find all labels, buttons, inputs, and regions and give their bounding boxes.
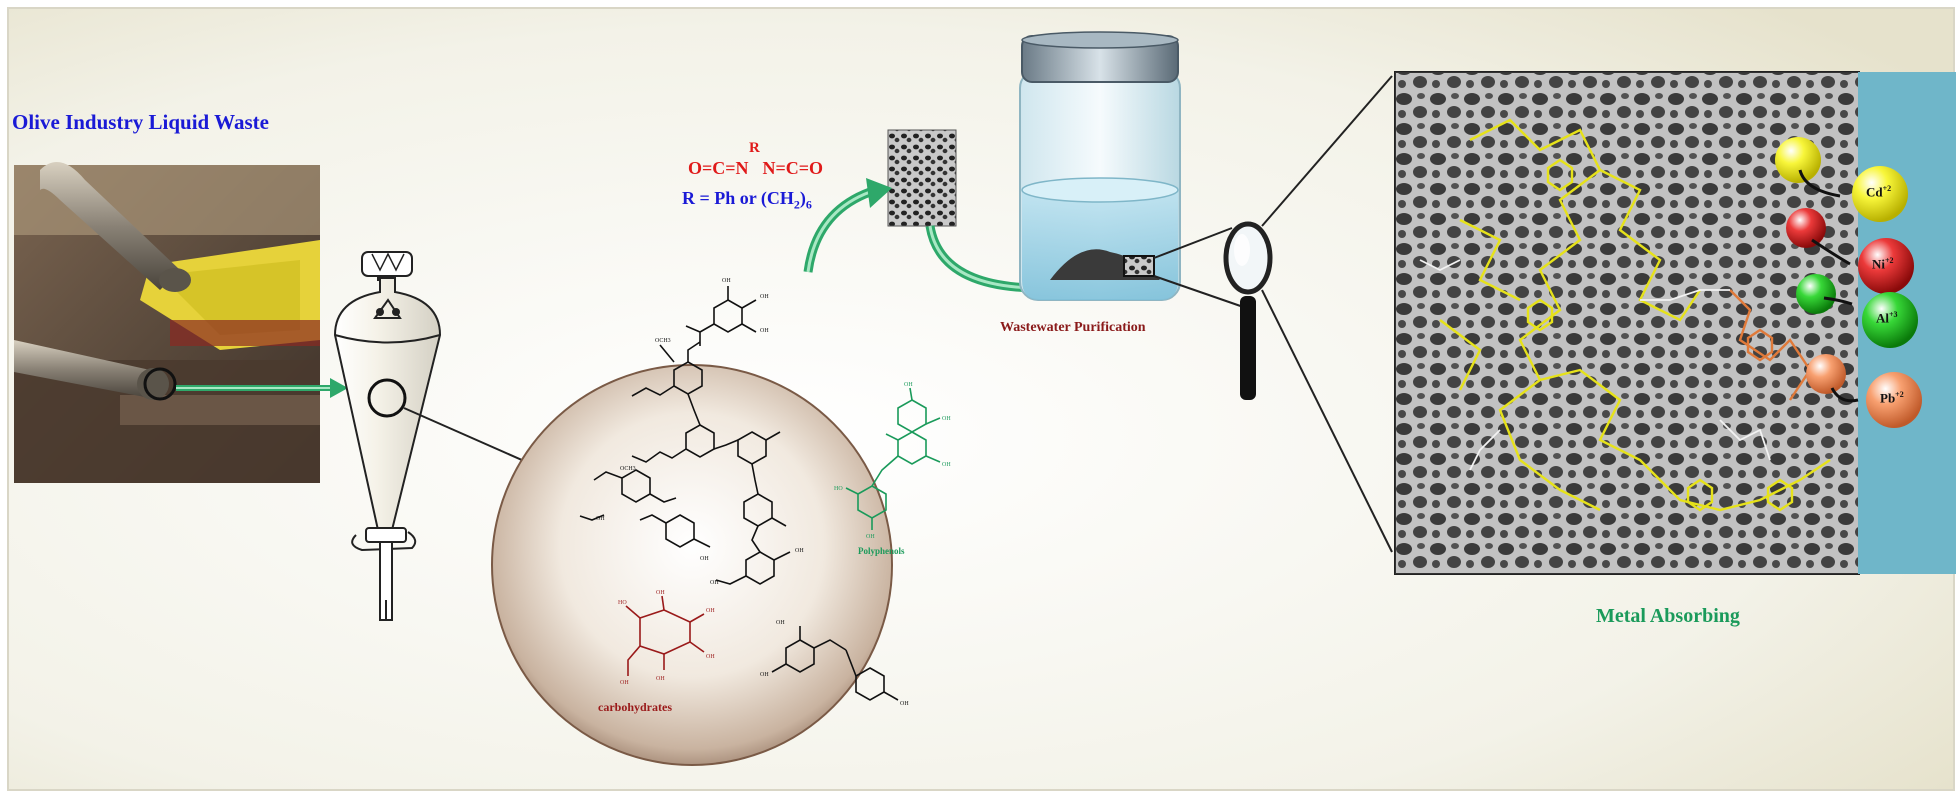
ion-label-cd: [1852, 166, 1908, 222]
ion-ball-pb: [1806, 354, 1846, 394]
olive-waste-photo: [14, 162, 320, 483]
reagent-formula-start: O=C=N: [688, 158, 749, 178]
reagent-def-prefix: R = Ph or (CH: [682, 188, 794, 208]
separatory-funnel: [333, 251, 442, 621]
sem-panel: [1394, 71, 1956, 575]
svg-text:OH: OH: [900, 701, 909, 707]
ion-label-pb: [1866, 372, 1922, 428]
svg-text:OH: OH: [942, 462, 951, 468]
ion-cd-charge: +2: [1882, 184, 1892, 193]
reagent-definition: R = Ph or (CH2)6: [682, 188, 812, 213]
arrow-to-foam: [803, 178, 892, 273]
outlet-circle: [143, 367, 177, 401]
svg-text:OH: OH: [760, 672, 769, 678]
svg-text:OH: OH: [706, 654, 715, 660]
funnel-zoom-circle: [367, 378, 407, 418]
ion-al-text: Al+3: [1876, 310, 1898, 326]
ion-cd-symbol: Cd: [1866, 184, 1883, 200]
svg-text:OH: OH: [866, 534, 875, 540]
jar-zoom-rect: [1123, 255, 1155, 277]
reagent-r-label: R: [749, 140, 760, 156]
ion-ni-charge: +2: [1885, 256, 1894, 265]
foam-sample-image: [887, 129, 957, 227]
svg-text:OH: OH: [700, 556, 709, 562]
svg-text:OH: OH: [795, 548, 804, 554]
svg-text:OH: OH: [722, 278, 731, 284]
ion-pb-symbol: Pb: [1880, 390, 1896, 406]
reagent-def-sub2: 6: [805, 197, 812, 212]
svg-text:OH: OH: [656, 676, 665, 682]
ion-label-ni: [1858, 238, 1914, 294]
ion-ni-symbol: Ni: [1872, 256, 1885, 272]
ion-al-charge: +3: [1889, 310, 1898, 319]
carbohydrates-label: carbohydrates: [598, 700, 672, 714]
ion-pb-text: Pb+2: [1880, 390, 1904, 406]
arrow-to-funnel: [176, 378, 348, 398]
ion-ball-cd: [1775, 137, 1821, 183]
zoom-line-bottom: [1261, 289, 1393, 553]
svg-text:OH: OH: [596, 516, 605, 522]
svg-text:OH: OH: [760, 328, 769, 334]
svg-text:OH: OH: [776, 620, 785, 626]
zoom-line-top: [1261, 75, 1393, 227]
title-label: Olive Industry Liquid Waste: [12, 110, 269, 134]
ion-al-symbol: Al: [1876, 310, 1889, 326]
reagent-formula: O=C=N N=C=O: [688, 158, 823, 179]
reagent-formula-end: N=C=O: [762, 158, 824, 178]
polyphenols-label: Polyphenols: [858, 546, 905, 556]
reagent-def-suffix: ): [799, 188, 806, 208]
ion-ball-ni: [1786, 208, 1826, 248]
svg-text:OH: OH: [706, 608, 715, 614]
zoom-line-funnel: [403, 407, 541, 469]
metal-ions: [1775, 137, 1922, 428]
ion-pb-charge: +2: [1895, 390, 1904, 399]
svg-text:OCH3: OCH3: [620, 466, 636, 472]
svg-text:OH: OH: [760, 294, 769, 300]
purification-jar: [1019, 31, 1181, 301]
metal-absorbing-label: Metal Absorbing: [1596, 605, 1740, 627]
svg-text:OH: OH: [904, 382, 913, 388]
svg-text:OH: OH: [656, 590, 665, 596]
svg-text:OH: OH: [620, 680, 629, 686]
svg-text:HO: HO: [834, 486, 843, 492]
reagent-def-sub: 2: [793, 197, 800, 212]
svg-text:OCH3: OCH3: [655, 338, 671, 344]
purification-label: Wastewater Purification: [1000, 320, 1146, 335]
magnifier-icon: [1153, 221, 1273, 400]
svg-text:HO: HO: [618, 600, 627, 606]
ion-ni-text: Ni+2: [1872, 256, 1894, 272]
svg-text:OH: OH: [710, 580, 719, 586]
ion-label-al: [1862, 292, 1918, 348]
ion-cd-text: Cd+2: [1866, 184, 1891, 200]
ion-ball-al: [1796, 274, 1836, 314]
svg-text:OH: OH: [942, 416, 951, 422]
